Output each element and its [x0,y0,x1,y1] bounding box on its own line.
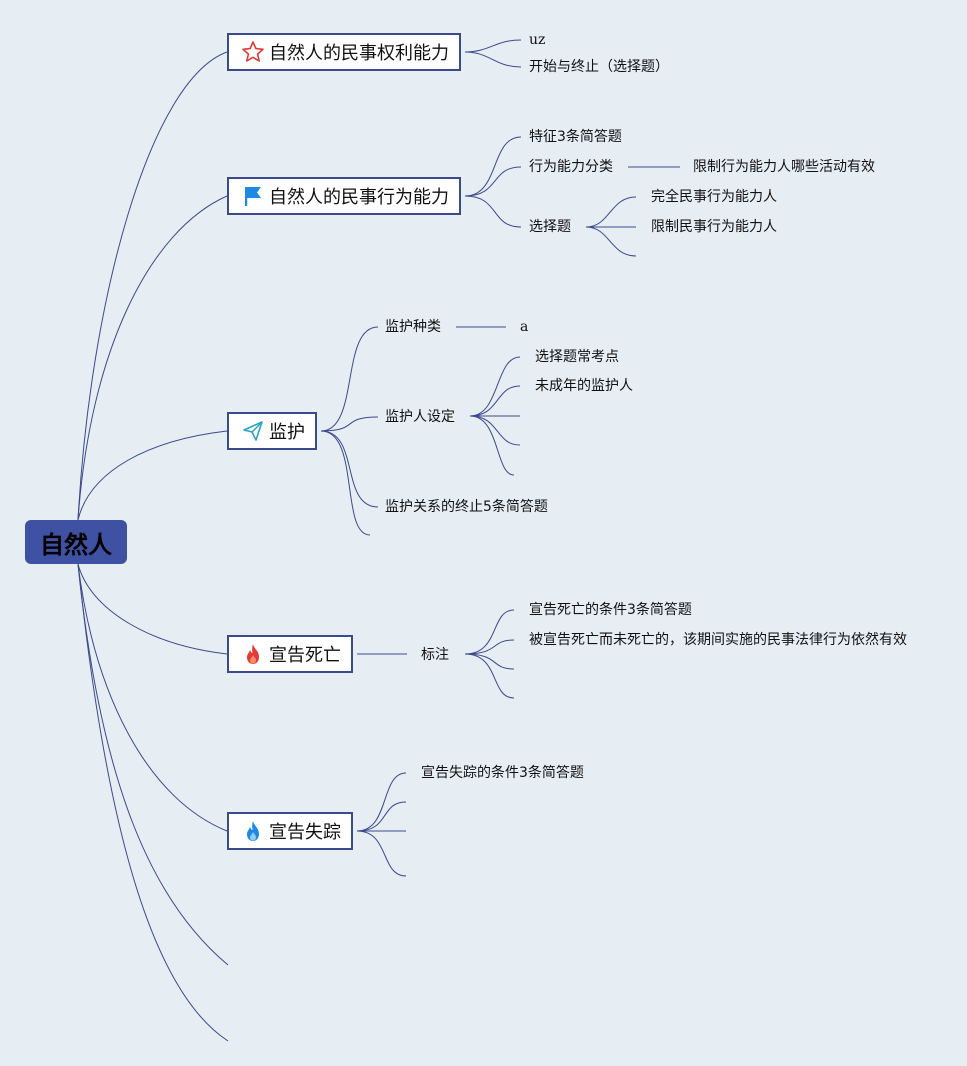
node-choice[interactable]: 选择题 [529,219,571,235]
node-limited-activities[interactable]: 限制行为能力人哪些活动有效 [693,159,875,175]
node-missing-conditions[interactable]: 宣告失踪的条件3条简答题 [421,765,584,781]
node-guardian-setup[interactable]: 监护人设定 [385,409,455,425]
fire-blue-icon [241,819,265,843]
node-guardian-types[interactable]: 监护种类 [385,319,441,335]
star-icon [241,40,265,64]
node-classification[interactable]: 行为能力分类 [529,159,613,175]
fire-red-icon [241,642,265,666]
node-start-end[interactable]: 开始与终止（选择题） [529,59,669,75]
root-label: 自然人 [40,530,112,559]
topic-civil-conduct-capacity[interactable]: 自然人的民事行为能力 [227,177,461,215]
paper-plane-icon [241,419,265,443]
node-death-conditions[interactable]: 宣告死亡的条件3条简答题 [529,602,692,618]
topic-civil-rights-capacity[interactable]: 自然人的民事权利能力 [227,33,461,71]
node-uz[interactable]: uz [529,32,546,48]
topic-label: 宣告死亡 [269,645,341,666]
node-features[interactable]: 特征3条简答题 [529,129,622,145]
node-death-validity[interactable]: 被宣告死亡而未死亡的，该期间实施的民事法律行为依然有效 [529,632,907,648]
topic-declared-missing[interactable]: 宣告失踪 [227,812,353,850]
node-mark[interactable]: 标注 [421,647,449,663]
node-choice-hotspot[interactable]: 选择题常考点 [535,349,619,365]
topic-guardianship[interactable]: 监护 [227,412,317,450]
topic-label: 监护 [269,422,305,443]
topic-label: 宣告失踪 [269,822,341,843]
root-node[interactable]: 自然人 [25,520,127,564]
flag-icon [241,184,265,208]
node-minor-guardian[interactable]: 未成年的监护人 [535,378,633,394]
topic-label: 自然人的民事行为能力 [269,187,449,208]
topic-label: 自然人的民事权利能力 [269,43,449,64]
node-limited-capacity[interactable]: 限制民事行为能力人 [651,219,777,235]
node-full-capacity[interactable]: 完全民事行为能力人 [651,189,777,205]
topic-declared-dead[interactable]: 宣告死亡 [227,635,353,673]
node-a[interactable]: a [520,319,529,335]
node-guardian-termination[interactable]: 监护关系的终止5条简答题 [385,499,548,515]
